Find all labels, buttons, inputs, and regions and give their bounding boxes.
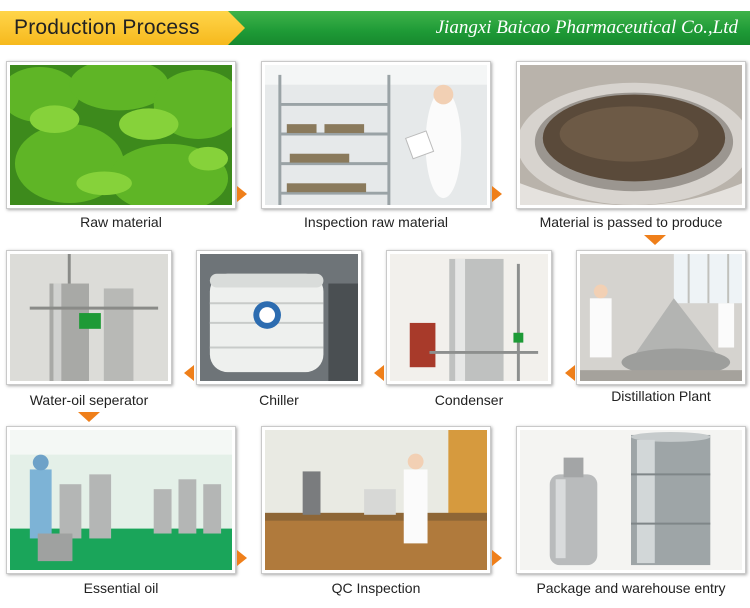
step-label: Essential oil bbox=[83, 580, 159, 596]
arrow-right-icon bbox=[492, 186, 502, 202]
arrow-left-icon bbox=[565, 365, 575, 381]
arrow-right-icon bbox=[492, 550, 502, 566]
photo-water-oil-separator bbox=[6, 250, 172, 385]
photo-essential-oil bbox=[6, 426, 236, 574]
arrow-right-icon bbox=[237, 186, 247, 202]
header-banner: Production Process Jiangxi Baicao Pharma… bbox=[0, 11, 750, 45]
photo-raw-material bbox=[6, 61, 236, 209]
photo-qc-inspection bbox=[261, 426, 491, 574]
step-label: Chiller bbox=[259, 392, 299, 408]
page-title: Production Process bbox=[14, 16, 200, 39]
photo-inspection-raw-material bbox=[261, 61, 491, 209]
arrow-left-icon bbox=[184, 365, 194, 381]
step-label: Distillation Plant bbox=[611, 388, 711, 404]
arrow-down-icon bbox=[644, 235, 666, 245]
header-yellow-tab bbox=[0, 11, 245, 45]
step-label: Raw material bbox=[80, 214, 162, 230]
step-label: Water-oil seperator bbox=[29, 392, 149, 408]
step-label: Condenser bbox=[434, 392, 504, 408]
arrow-right-icon bbox=[237, 550, 247, 566]
photo-material-passed bbox=[516, 61, 746, 209]
arrow-down-icon bbox=[78, 412, 100, 422]
photo-condenser bbox=[386, 250, 552, 385]
step-label: Package and warehouse entry bbox=[536, 580, 726, 596]
photo-chiller bbox=[196, 250, 362, 385]
step-label: Material is passed to produce bbox=[539, 214, 723, 230]
step-label: QC Inspection bbox=[331, 580, 421, 596]
company-name: Jiangxi Baicao Pharmaceutical Co.,Ltd bbox=[435, 17, 738, 38]
step-label: Inspection raw material bbox=[304, 214, 448, 230]
photo-package-warehouse bbox=[516, 426, 746, 574]
photo-distillation-plant bbox=[576, 250, 746, 385]
arrow-left-icon bbox=[374, 365, 384, 381]
